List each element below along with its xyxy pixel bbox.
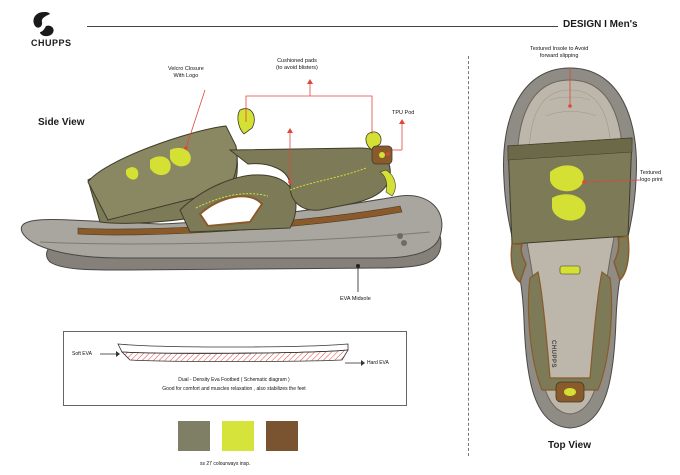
brand-name: CHUPPS [31, 38, 72, 48]
midsole-logo-icon [397, 233, 407, 246]
colourway-swatch-olive [178, 421, 210, 451]
top-view-drawing [503, 67, 641, 429]
top-heel-loop [527, 270, 613, 391]
colourway-swatch-lime [222, 421, 254, 451]
side-view-drawing [20, 79, 443, 292]
tpu-callout: TPU Pod [392, 110, 415, 116]
side-view-title: Side View [38, 117, 85, 128]
soft-eva-label: Soft EVA [72, 351, 92, 357]
view-divider [468, 56, 469, 456]
top-logo-right [552, 194, 586, 221]
velcro-callout: Velcro Closure With Logo [168, 66, 204, 79]
top-logo-left [550, 165, 584, 192]
top-view-title: Top View [548, 440, 591, 451]
insole-callout: Textured Insole to Avoid forward slippin… [530, 46, 589, 59]
brand-mark-icon [33, 12, 54, 37]
flap-logo-left [150, 156, 171, 176]
footbed-schematic-box [63, 331, 407, 406]
footbed-schematic-diagram [117, 343, 349, 362]
colourways-caption: ss 27 colourways insp. [200, 461, 251, 467]
top-heel-brand: CHUPPS [550, 340, 556, 369]
flap-logo-right [170, 147, 191, 167]
brand-logo [30, 10, 70, 40]
footbed-note-line2: Good for comfort and muscles relaxation … [162, 386, 306, 392]
colourway-swatch-brown [266, 421, 298, 451]
eva-midsole-callout: EVA Midsole [340, 296, 371, 302]
header-rule [87, 26, 558, 27]
footbed-note-line1: Dual - Density Eva Footbed ( Schematic d… [178, 377, 290, 383]
page-title: DESIGN I Men's [563, 19, 638, 30]
hard-eva-label: Hard EVA [367, 360, 389, 366]
logo-print-callout: Textured logo print [640, 170, 663, 183]
pads-callout: Cushioned pads (to avoid blisters) [276, 58, 318, 71]
